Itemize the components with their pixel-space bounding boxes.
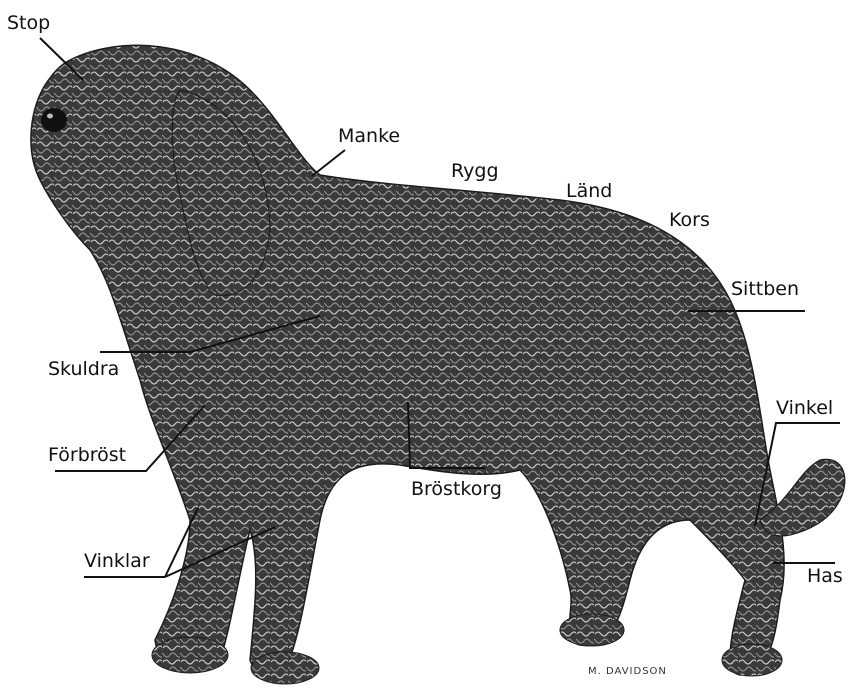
dog-eye (41, 108, 67, 132)
label-land: Länd (566, 182, 612, 201)
label-rygg: Rygg (451, 162, 499, 181)
label-kors: Kors (669, 211, 710, 230)
label-forbrost: Förbröst (48, 446, 126, 465)
manke-pointer (312, 150, 345, 176)
dog-body (31, 45, 845, 684)
label-has: Has (807, 567, 843, 586)
label-brostkorg: Bröstkorg (411, 480, 502, 499)
artist-signature: M. DAVIDSON (588, 666, 667, 677)
label-skuldra: Skuldra (48, 360, 119, 379)
label-vinklar: Vinklar (84, 552, 150, 571)
label-stop: Stop (7, 14, 50, 33)
label-manke: Manke (338, 127, 400, 146)
label-sittben: Sittben (731, 280, 799, 299)
label-vinkel: Vinkel (776, 399, 833, 418)
